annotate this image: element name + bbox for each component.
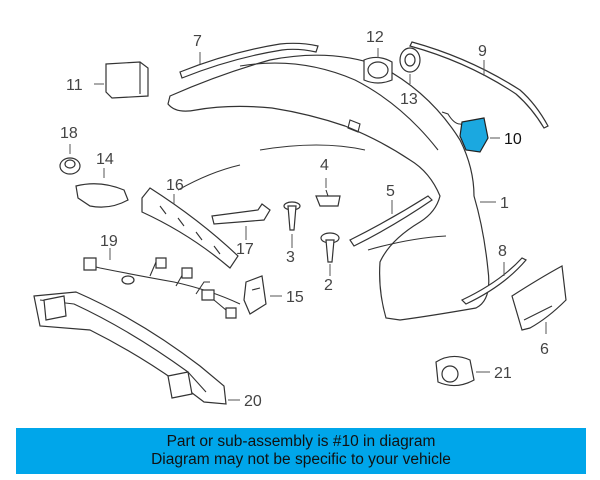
callout-4: 4 xyxy=(320,157,329,174)
callout-8: 8 xyxy=(498,243,507,260)
part-10-body xyxy=(459,117,489,153)
part-6-reflector xyxy=(511,265,567,334)
callout-7: 7 xyxy=(193,33,202,50)
info-banner: Part or sub-assembly is #10 in diagram D… xyxy=(16,428,586,474)
part-15-bracket xyxy=(243,275,282,315)
part-12-sensor xyxy=(363,48,393,84)
part-18-grommet xyxy=(59,144,81,175)
part-2-screw xyxy=(320,232,340,276)
part-21-sensor-holder xyxy=(435,355,490,387)
callout-3: 3 xyxy=(286,249,295,266)
part-9-trim-strip xyxy=(409,41,549,129)
part-10-highlighted xyxy=(441,111,500,153)
callout-12: 12 xyxy=(366,29,384,46)
callout-13: 13 xyxy=(400,91,418,108)
part-7-trim-strip xyxy=(179,42,319,79)
callout-11: 11 xyxy=(66,77,83,94)
banner-line-2: Diagram may not be specific to your vehi… xyxy=(151,451,451,468)
callout-18: 18 xyxy=(60,125,78,142)
part-16-energy-absorber xyxy=(141,187,239,269)
part-17-strip-bracket xyxy=(211,203,271,240)
callout-2: 2 xyxy=(324,277,333,294)
part-8-trim xyxy=(460,257,527,305)
part-11-bracket xyxy=(94,61,149,99)
callout-16: 16 xyxy=(166,177,184,194)
callout-10: 10 xyxy=(504,131,522,148)
callout-17: 17 xyxy=(236,241,254,258)
callout-19: 19 xyxy=(100,233,118,250)
callout-5: 5 xyxy=(386,183,395,200)
callout-20: 20 xyxy=(244,393,262,410)
banner-line-1: Part or sub-assembly is #10 in diagram xyxy=(166,433,436,450)
part-5-strip xyxy=(349,195,433,247)
callout-14: 14 xyxy=(96,151,114,168)
callout-6: 6 xyxy=(540,341,549,358)
callout-9: 9 xyxy=(478,43,487,60)
part-20-impact-bar xyxy=(33,291,240,405)
part-3-screw xyxy=(283,201,301,248)
callout-21: 21 xyxy=(494,365,512,382)
callout-1: 1 xyxy=(500,195,509,212)
part-19-wiring-harness xyxy=(83,248,241,319)
part-4-clip xyxy=(315,178,341,207)
part-14-bracket xyxy=(75,168,129,208)
parts-diagram: 1 2 3 4 5 6 7 8 9 10 11 12 13 14 15 16 1… xyxy=(33,29,567,410)
part-10-wire xyxy=(441,111,471,127)
callout-15: 15 xyxy=(286,289,304,306)
part-13-grommet-ring xyxy=(399,47,421,84)
